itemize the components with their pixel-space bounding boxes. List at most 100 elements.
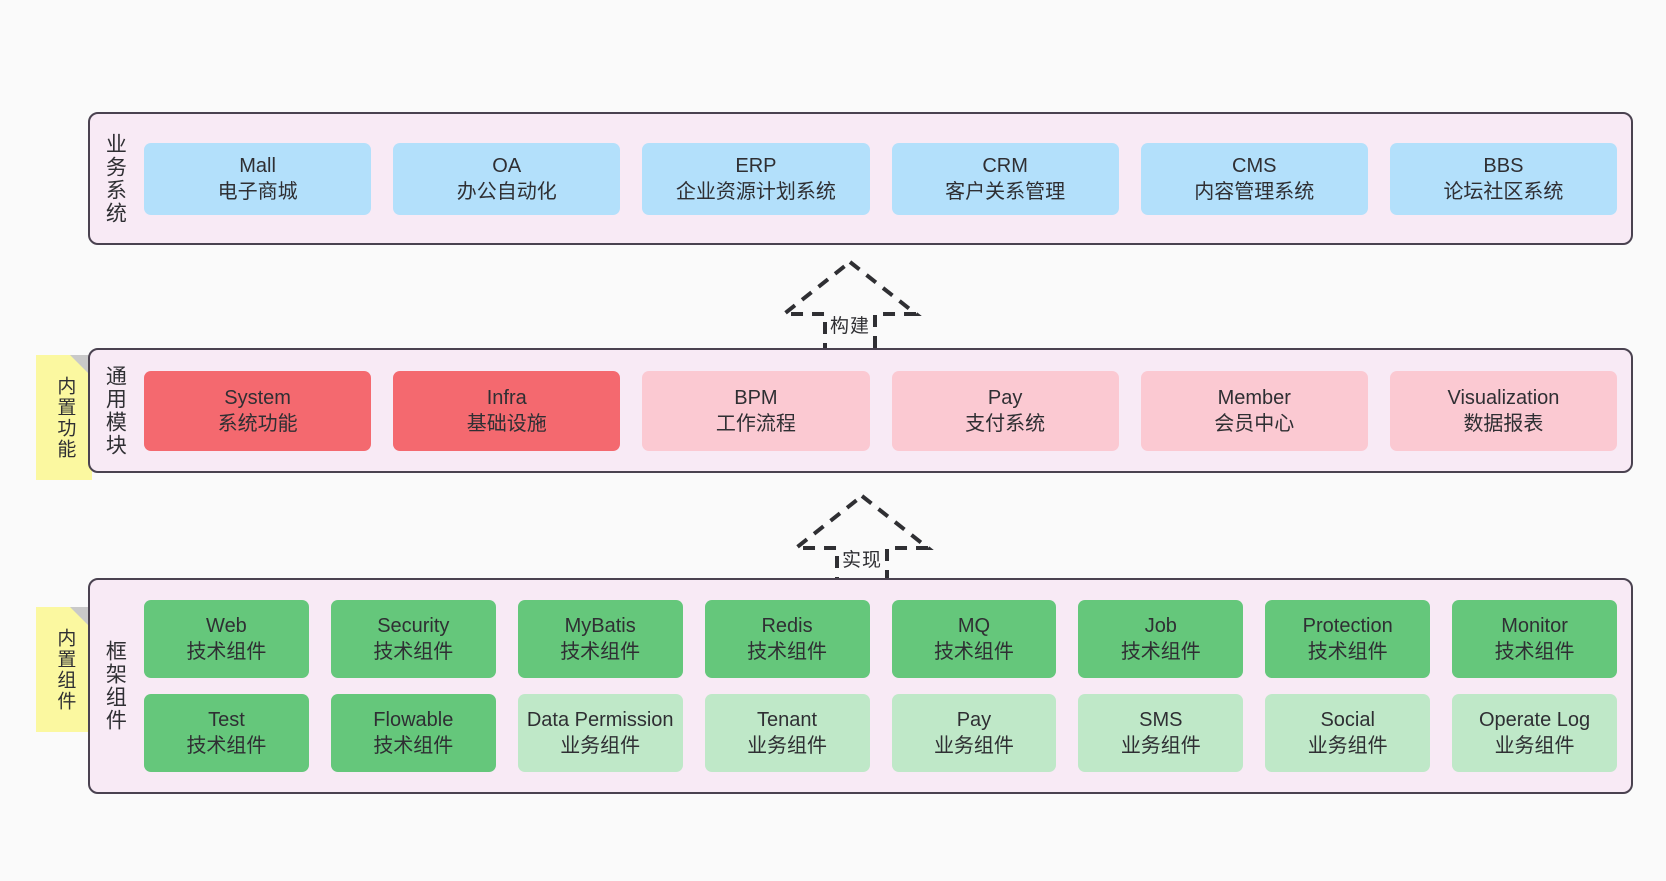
- card-title: Redis: [761, 615, 813, 637]
- layer-common-modules: 通用模块 System 系统功能 Infra 基础设施 BPM 工作流程 Pay…: [88, 348, 1633, 473]
- card-title: Mall: [239, 154, 276, 177]
- card-pay-component[interactable]: Pay 业务组件: [891, 694, 1057, 772]
- card-system[interactable]: System 系统功能: [144, 370, 372, 451]
- card-subtitle: 企业资源计划系统: [675, 180, 836, 203]
- layer-label-modules: 通用模块: [103, 364, 127, 457]
- card-row: Mall 电子商城 OA 办公自动化 ERP 企业资源计划系统 CRM 客户关系…: [144, 142, 1618, 215]
- note-builtin-components: 内置组件: [36, 607, 92, 732]
- note-builtin-functions: 内置功能: [36, 355, 92, 480]
- arrow-build: 构建: [760, 258, 940, 356]
- card-operate-log[interactable]: Operate Log 业务组件: [1452, 694, 1617, 772]
- card-title: System: [224, 386, 291, 409]
- card-mall[interactable]: Mall 电子商城: [144, 142, 372, 215]
- card-erp[interactable]: ERP 企业资源计划系统: [642, 142, 870, 215]
- card-subtitle: 业务组件: [560, 735, 641, 757]
- card-social[interactable]: Social 业务组件: [1265, 694, 1431, 772]
- card-title: Monitor: [1501, 615, 1568, 637]
- card-title: OA: [492, 154, 522, 177]
- card-subtitle: 技术组件: [186, 641, 267, 663]
- card-subtitle: 会员中心: [1214, 412, 1295, 435]
- layer-body-framework: Web 技术组件 Security 技术组件 MyBatis 技术组件 Redi…: [138, 580, 1631, 792]
- card-flowable[interactable]: Flowable 技术组件: [330, 694, 496, 772]
- card-bpm[interactable]: BPM 工作流程: [642, 370, 870, 451]
- card-subtitle: 基础设施: [466, 412, 547, 435]
- card-title: Operate Log: [1478, 709, 1591, 731]
- card-subtitle: 技术组件: [560, 641, 641, 663]
- layer-label-business: 业务系统: [103, 132, 127, 225]
- card-title: Protection: [1302, 615, 1393, 637]
- card-title: CRM: [982, 154, 1028, 177]
- card-subtitle: 业务组件: [933, 735, 1014, 757]
- card-subtitle: 业务组件: [1307, 735, 1388, 757]
- card-title: Pay: [956, 709, 992, 731]
- card-member[interactable]: Member 会员中心: [1140, 370, 1368, 451]
- card-subtitle: 办公自动化: [456, 180, 557, 203]
- card-subtitle: 论坛社区系统: [1443, 180, 1564, 203]
- card-subtitle: 数据报表: [1463, 412, 1544, 435]
- card-subtitle: 系统功能: [217, 412, 298, 435]
- card-mq[interactable]: MQ 技术组件: [891, 600, 1057, 678]
- card-mybatis[interactable]: MyBatis 技术组件: [517, 600, 683, 678]
- layer-label-framework: 框架组件: [103, 640, 127, 732]
- card-cms[interactable]: CMS 内容管理系统: [1140, 142, 1368, 215]
- card-infra[interactable]: Infra 基础设施: [393, 370, 621, 451]
- arrow-realize-glyph: [790, 493, 934, 588]
- card-title: SMS: [1139, 709, 1183, 731]
- card-sms[interactable]: SMS 业务组件: [1078, 694, 1244, 772]
- card-subtitle: 内容管理系统: [1194, 180, 1315, 203]
- card-pay-module[interactable]: Pay 支付系统: [891, 370, 1119, 451]
- card-subtitle: 业务组件: [747, 735, 828, 757]
- arrow-realize: 实现: [772, 492, 952, 590]
- card-row: Test 技术组件 Flowable 技术组件 Data Permission …: [144, 694, 1617, 772]
- card-protection[interactable]: Protection 技术组件: [1265, 600, 1431, 678]
- card-title: CMS: [1232, 154, 1277, 177]
- card-test[interactable]: Test 技术组件: [144, 694, 309, 772]
- card-row: Web 技术组件 Security 技术组件 MyBatis 技术组件 Redi…: [144, 600, 1617, 678]
- card-subtitle: 技术组件: [373, 641, 454, 663]
- card-oa[interactable]: OA 办公自动化: [393, 142, 621, 215]
- card-visualization[interactable]: Visualization 数据报表: [1389, 370, 1618, 451]
- card-subtitle: 技术组件: [747, 641, 828, 663]
- card-subtitle: 客户关系管理: [945, 180, 1066, 203]
- card-title: Security: [377, 615, 450, 637]
- card-job[interactable]: Job 技术组件: [1078, 600, 1244, 678]
- layer-business-systems: 业务系统 Mall 电子商城 OA 办公自动化 ERP 企业资源计划系统 CRM…: [88, 112, 1633, 245]
- card-crm[interactable]: CRM 客户关系管理: [891, 142, 1119, 215]
- card-subtitle: 技术组件: [1494, 641, 1575, 663]
- card-web[interactable]: Web 技术组件: [144, 600, 309, 678]
- card-title: ERP: [735, 154, 777, 177]
- card-title: Pay: [987, 386, 1023, 409]
- card-data-permission[interactable]: Data Permission 业务组件: [517, 694, 683, 772]
- card-bbs[interactable]: BBS 论坛社区系统: [1389, 142, 1618, 215]
- card-title: Member: [1217, 386, 1291, 409]
- card-row: System 系统功能 Infra 基础设施 BPM 工作流程 Pay 支付系统…: [144, 370, 1618, 451]
- arrow-realize-label: 实现: [841, 550, 882, 571]
- card-subtitle: 技术组件: [373, 735, 454, 757]
- card-security[interactable]: Security 技术组件: [330, 600, 496, 678]
- card-title: BPM: [734, 386, 778, 409]
- card-subtitle: 技术组件: [1307, 641, 1388, 663]
- card-title: Web: [206, 615, 247, 637]
- layer-body-modules: System 系统功能 Infra 基础设施 BPM 工作流程 Pay 支付系统…: [138, 350, 1631, 471]
- card-subtitle: 技术组件: [933, 641, 1014, 663]
- card-redis[interactable]: Redis 技术组件: [704, 600, 870, 678]
- card-title: Social: [1320, 709, 1375, 731]
- card-title: Tenant: [757, 709, 818, 731]
- card-title: BBS: [1483, 154, 1524, 177]
- card-title: Test: [208, 709, 245, 731]
- card-subtitle: 技术组件: [1120, 641, 1201, 663]
- card-subtitle: 工作流程: [715, 412, 796, 435]
- card-tenant[interactable]: Tenant 业务组件: [704, 694, 870, 772]
- card-subtitle: 支付系统: [965, 412, 1046, 435]
- layer-framework-components: 框架组件 Web 技术组件 Security 技术组件 MyBatis 技术组件…: [88, 578, 1633, 794]
- arrow-build-glyph: [778, 259, 922, 354]
- card-monitor[interactable]: Monitor 技术组件: [1452, 600, 1617, 678]
- card-subtitle: 技术组件: [186, 735, 267, 757]
- note-label: 内置功能: [54, 375, 76, 460]
- arrow-build-label: 构建: [829, 316, 870, 337]
- card-title: Infra: [486, 386, 527, 409]
- card-title: Data Permission: [526, 709, 674, 731]
- card-title: Job: [1144, 615, 1177, 637]
- note-label: 内置组件: [54, 627, 76, 712]
